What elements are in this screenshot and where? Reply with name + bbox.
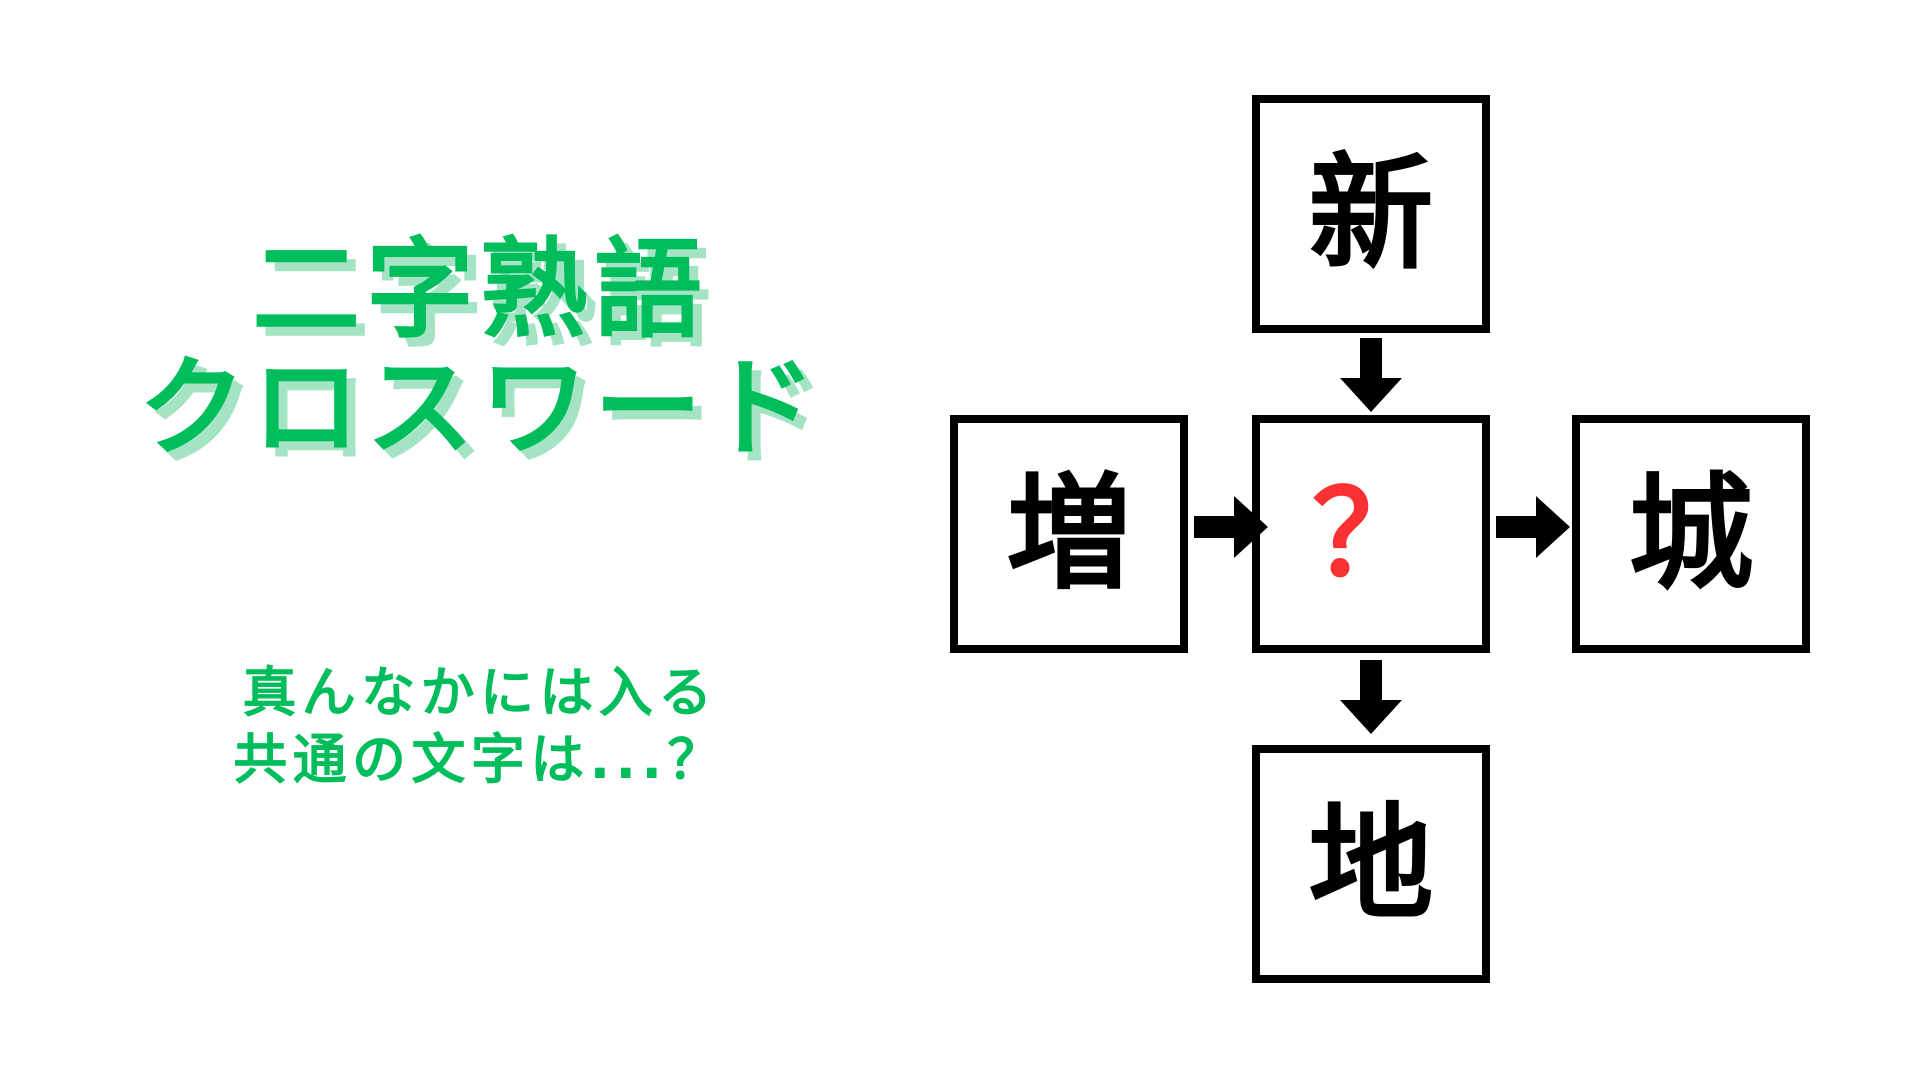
cell-top[interactable]: 新 — [1252, 95, 1490, 333]
arrow-down-icon — [1340, 338, 1402, 412]
arrow-right-icon — [1496, 496, 1570, 558]
title-block: 二字熟語 クロスワード — [0, 228, 960, 472]
cell-left-char: 増 — [1006, 461, 1132, 607]
cell-bottom[interactable]: 地 — [1252, 745, 1490, 983]
cell-right-char: 城 — [1628, 461, 1754, 607]
subtitle-line-1: 真んなかには入る — [242, 661, 718, 724]
subtitle-line-2: 共通の文字は...？ — [233, 727, 727, 791]
arrow-right-icon — [1194, 496, 1268, 558]
cell-bottom-char: 地 — [1308, 791, 1434, 937]
arrow-down-icon — [1340, 660, 1402, 734]
title-line-1: 二字熟語 — [252, 228, 708, 353]
cell-center-answer[interactable]: ？ — [1252, 415, 1490, 653]
cell-left[interactable]: 増 — [950, 415, 1188, 653]
title-line-2: クロスワード — [138, 346, 822, 472]
subtitle-block: 真んなかには入る 共通の文字は...？ — [0, 660, 960, 794]
cell-right[interactable]: 城 — [1572, 415, 1810, 653]
cell-center-question-mark: ？ — [1311, 465, 1430, 603]
crossword-diagram: 新 増 ？ 城 地 — [950, 0, 1920, 1080]
cell-top-char: 新 — [1308, 141, 1434, 287]
